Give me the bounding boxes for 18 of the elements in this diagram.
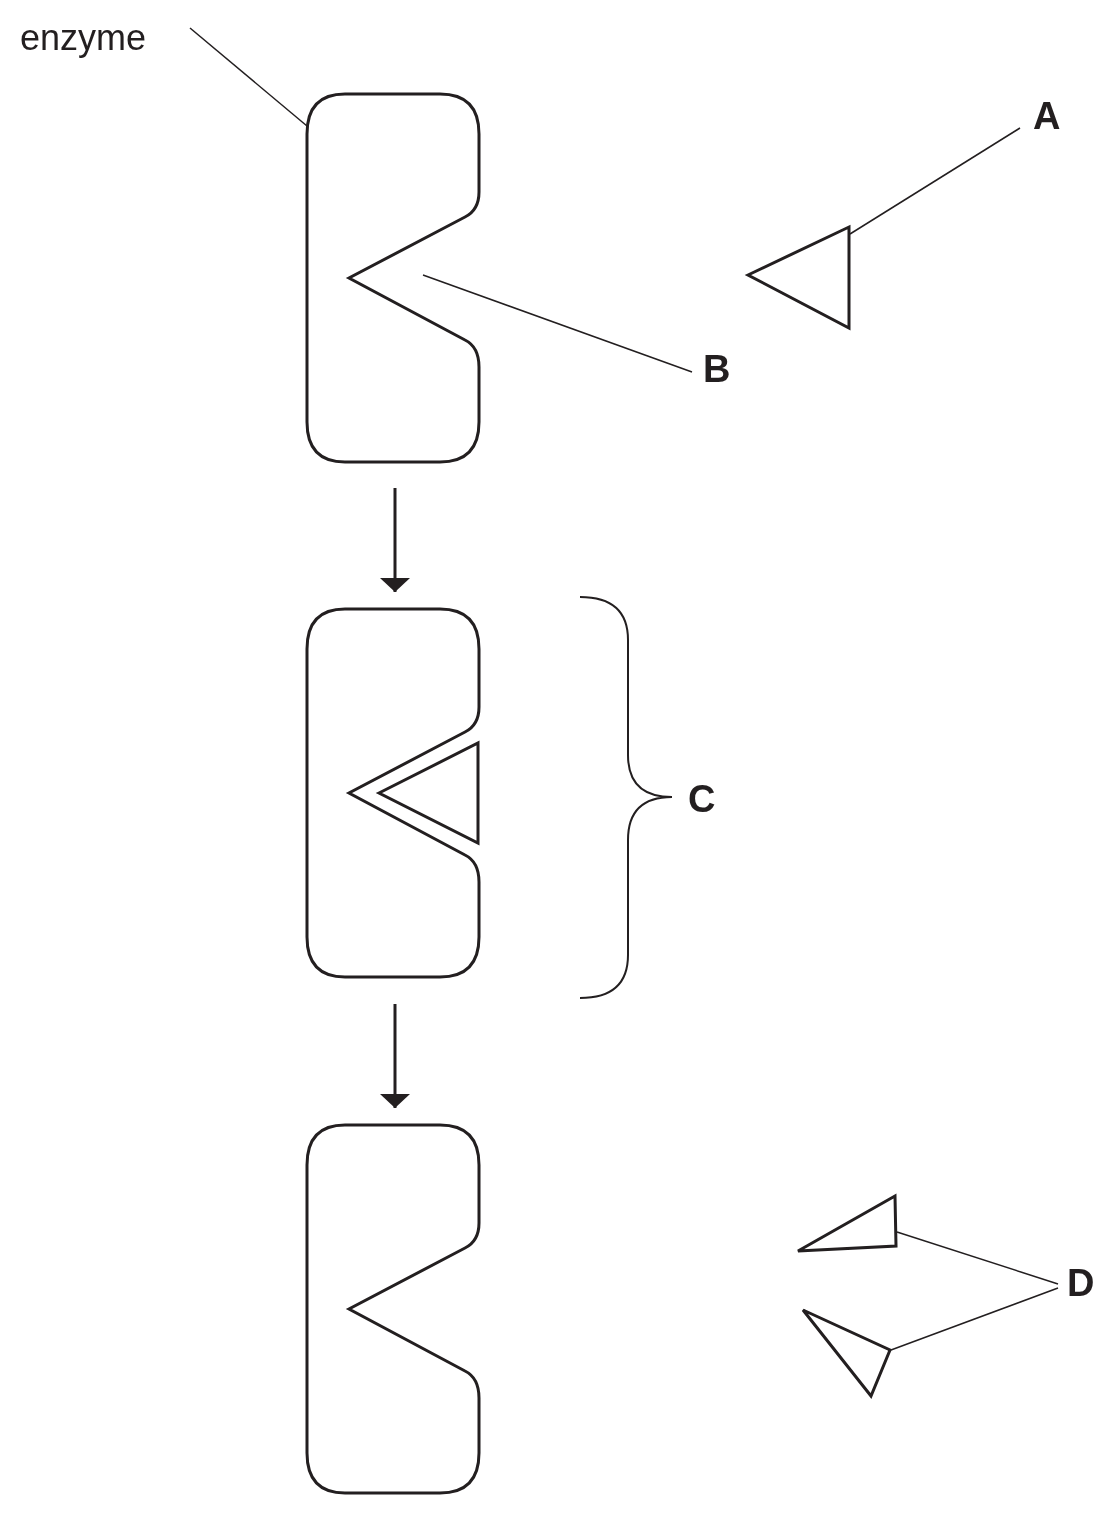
leader-line	[422, 274, 693, 373]
leader-line	[189, 27, 308, 127]
product-triangle	[795, 1193, 899, 1255]
enzyme-drawing	[305, 92, 483, 466]
callout-letter: C	[688, 780, 716, 818]
substrate-triangle	[745, 224, 853, 332]
callout-letter: B	[703, 350, 731, 388]
leader-line	[890, 1287, 1059, 1351]
enzyme-drawing	[305, 1123, 483, 1497]
callout-letter: A	[1033, 97, 1061, 135]
enzyme-substrate-complex-drawing	[305, 607, 483, 981]
leader-line	[896, 1231, 1059, 1285]
part-label: enzyme	[20, 20, 147, 56]
leader-line	[849, 127, 1021, 235]
arrow	[380, 488, 410, 592]
callout-letter: D	[1067, 1264, 1095, 1302]
arrow	[380, 1004, 410, 1108]
product-triangle	[800, 1306, 894, 1400]
